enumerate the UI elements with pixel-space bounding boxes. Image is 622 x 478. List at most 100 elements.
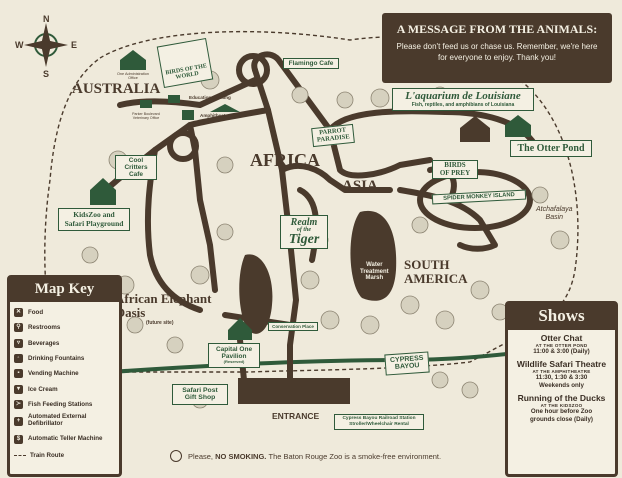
compass-w: W <box>15 40 24 50</box>
defibrillator-icon: + <box>14 416 23 426</box>
show-time: grounds close (Daily) <box>530 416 593 424</box>
key-aed: + Automated External Defibrillator <box>10 412 119 430</box>
capital-one-line1: Capital One <box>215 346 253 353</box>
map-key: Map Key ✕ Food ⚲ Restrooms ▿Beverages ◦ Dri… <box>7 275 122 477</box>
animal-message: A MESSAGE FROM THE ANIMALS: Please don't… <box>382 13 612 83</box>
safari-post-line1: Safari Post <box>182 387 218 394</box>
compass-e: E <box>71 40 78 50</box>
amphitheater-label[interactable]: Amphitheater <box>200 113 230 118</box>
elephant-oasis-note: (future site) <box>146 320 174 326</box>
train-route-icon <box>14 455 26 457</box>
atchafalaya-line2: Basin <box>545 213 564 221</box>
birds-of-prey-line1: BIRDS <box>444 161 466 169</box>
key-ice-cream-label: Ice Cream <box>28 385 58 393</box>
message-title: A MESSAGE FROM THE ANIMALS: <box>396 22 598 36</box>
region-asia: ASIA <box>342 178 378 194</box>
conservation-place-sign[interactable]: Conservation Place <box>268 322 318 331</box>
key-vending-label: Vending Machine <box>28 370 79 378</box>
birds-of-world-sign[interactable]: BIRDS OF THE WORLD <box>156 37 214 89</box>
water-treatment-label: Water Treatment Marsh <box>360 262 389 282</box>
footer-strong: NO SMOKING. <box>215 451 267 461</box>
realm-line1: Realm <box>290 217 318 228</box>
footer-prefix: Please, <box>188 451 214 461</box>
show-time: Weekends only <box>539 382 584 390</box>
veterinary-label[interactable]: Parker Boulevard Veterinary Office <box>132 112 160 120</box>
safari-post-line2: Gift Shop <box>184 394 216 402</box>
flamingo-cafe-label: Flamingo Cafe <box>288 60 334 67</box>
safari-post-sign[interactable]: Safari Post Gift Shop <box>172 384 228 405</box>
capital-one-line2: Pavilion <box>221 353 247 361</box>
capital-one-pavilion-sign[interactable]: Capital One Pavilion (Reserved) <box>208 343 260 368</box>
show-location: AT THE KIDSZOO <box>540 403 583 409</box>
map-key-title: Map Key <box>10 278 119 302</box>
aquarium-sub: Fish, reptiles, and amphibians of Louisi… <box>411 102 515 108</box>
compass-rose <box>24 23 68 67</box>
atm-icon: $ <box>14 434 23 444</box>
aquarium-sign[interactable]: L'aquarium de Louisiane Fish, reptiles, … <box>392 88 534 111</box>
message-body: Please don't feed us or chase us. Rememb… <box>396 42 598 62</box>
railroad-line2: Stroller/Wheelchair Rental <box>349 422 409 428</box>
key-train: Train Route <box>10 448 119 463</box>
key-atm-label: Automatic Teller Machine <box>28 434 103 442</box>
atchafalaya-line1: Atchafalaya <box>536 206 573 213</box>
show-name: Wildlife Safari Theatre <box>516 359 607 370</box>
railroad-station-sign[interactable]: Cypress Bayou Railroad Station Stroller/… <box>334 414 424 431</box>
flamingo-cafe-sign[interactable]: Flamingo Cafe <box>283 58 339 69</box>
birds-of-prey-line2: OF PREY <box>439 168 471 177</box>
beverage-icon: ▿ <box>14 338 23 348</box>
shows-title: Shows <box>508 304 615 330</box>
show-location: AT THE AMPHITHEATRE <box>532 369 591 375</box>
capital-one-line3: (Reserved) <box>223 359 245 365</box>
key-food-label: Food <box>28 309 44 317</box>
show-time: One hour before Zoo <box>530 408 593 416</box>
conservation-place-label: Conservation Place <box>272 324 314 329</box>
show-location: AT THE OTTER POND <box>535 343 588 349</box>
key-fish-feeding: ≻Fish Feeding Stations <box>10 397 119 412</box>
fountain-icon: ◦ <box>14 354 23 364</box>
key-train-label: Train Route <box>30 452 65 460</box>
otter-pond-sign[interactable]: The Otter Pond <box>510 140 592 157</box>
otter-pond-label: The Otter Pond <box>517 143 585 154</box>
realm-of-tiger-sign[interactable]: Realm of the Tiger <box>280 215 328 250</box>
birds-of-prey-sign[interactable]: BIRDS OF PREY <box>432 160 478 180</box>
food-icon: ✕ <box>14 308 23 318</box>
restroom-icon: ⚲ <box>14 323 23 333</box>
region-africa: AFRICA <box>250 150 320 170</box>
admin-office-label[interactable]: One Administration Office <box>116 72 150 80</box>
region-south-america: SOUTH AMERICA <box>404 257 468 286</box>
key-fountains-label: Drinking Fountains <box>28 355 85 363</box>
atchafalaya-label: Atchafalaya Basin <box>536 206 573 221</box>
cool-critters-cafe-sign[interactable]: Cool Critters Cafe <box>115 155 157 181</box>
show-name: Otter Chat <box>540 333 583 343</box>
key-beverages: ▿Beverages <box>10 336 119 351</box>
entrance-label[interactable]: ENTRANCE <box>272 411 320 421</box>
ice-cream-icon: ▾ <box>14 384 23 394</box>
train-route <box>44 30 579 373</box>
kidzoo-sign[interactable]: KidsZoo and Safari Playground <box>58 208 130 232</box>
water-treatment-line1: Water <box>366 262 383 268</box>
cypress-bayou-water <box>109 350 526 374</box>
key-restrooms: ⚲ Restrooms <box>10 320 119 335</box>
birds-of-world-label: BIRDS OF THE WORLD <box>164 63 208 81</box>
region-african-elephant-oasis: African Elephant Oasis <box>115 291 212 320</box>
railroad-line1: Cypress Bayou Railroad Station <box>342 416 416 421</box>
cypress-bayou-sign[interactable]: CYPRESS BAYOU <box>384 351 430 376</box>
compass-s: S <box>43 69 50 79</box>
key-aed-label: Automated External Defibrillator <box>28 413 87 428</box>
kidzoo-line1: KidsZoo and <box>73 210 115 219</box>
tiger-pond <box>239 254 273 334</box>
fish-icon: ≻ <box>14 399 23 409</box>
vending-icon: ▪ <box>14 369 23 379</box>
aquarium-label: L'aquarium de Louisiane <box>405 90 521 102</box>
region-australia: AUSTRALIA <box>72 81 161 97</box>
spider-monkey-label: SPIDER MONKEY ISLAND <box>443 192 515 202</box>
kidzoo-line2: Safari Playground <box>64 218 124 228</box>
education-building-label[interactable]: Education Building <box>189 95 231 100</box>
show-name: Running of the Ducks <box>517 392 606 403</box>
compass-n: N <box>43 14 50 24</box>
show-time: 11:00 & 3:00 (Daily) <box>533 348 590 356</box>
treatment-marsh <box>350 210 397 301</box>
realm-line2: of the <box>296 226 312 233</box>
key-restrooms-label: Restrooms <box>28 324 61 332</box>
